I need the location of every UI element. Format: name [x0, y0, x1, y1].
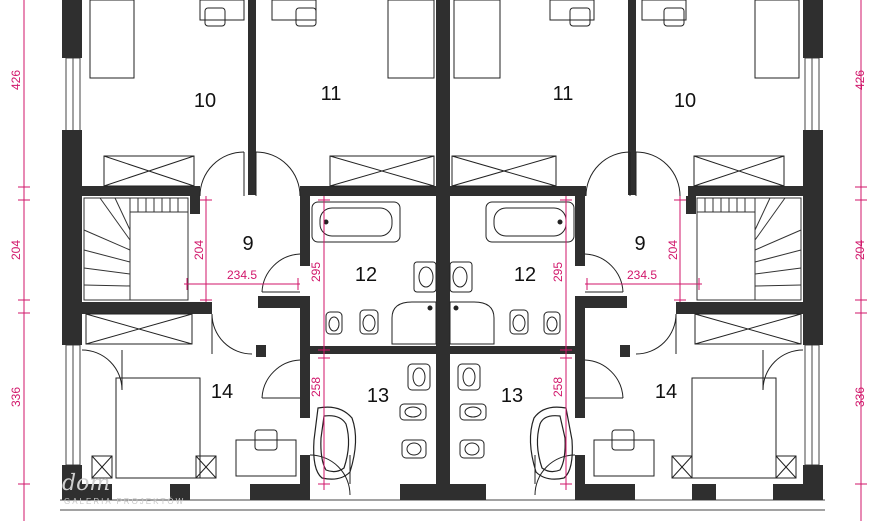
- dimension-rulers: [18, 0, 867, 521]
- dim-hall-left-height: 204: [192, 240, 206, 260]
- staircase-right: [696, 197, 802, 301]
- room-12-left: 12: [355, 264, 377, 286]
- watermark-logo: dom: [62, 471, 110, 496]
- staircase-left: [83, 197, 189, 301]
- walls: [62, 0, 823, 500]
- inner-dimensions: [184, 196, 702, 490]
- toilets-bath12: [325, 309, 561, 335]
- room-9-left: 9: [242, 233, 253, 255]
- dim-hall-right-height: 204: [666, 240, 680, 260]
- room-13-left: 13: [367, 385, 389, 407]
- room-11-right: 11: [553, 83, 574, 105]
- toilets-wc13: [399, 363, 487, 459]
- watermark-caption: GALERIA PROJEKTÓW: [64, 497, 185, 506]
- corner-tubs-wc13: [313, 406, 573, 480]
- dim-right-top: 426: [853, 70, 867, 90]
- bathtub-right: [485, 201, 575, 243]
- dim-hall-right-width: 234.5: [627, 268, 657, 282]
- dim-left-top: 426: [9, 70, 23, 90]
- sinks-center: [413, 261, 473, 293]
- dim-right-mid: 204: [853, 240, 867, 260]
- room-9-right: 9: [634, 233, 645, 255]
- furniture-bedroom14: [91, 377, 797, 479]
- showers: [391, 301, 495, 345]
- dim-bath-left: 295: [309, 262, 323, 282]
- door-swings: [81, 151, 804, 496]
- wardrobes: [85, 155, 802, 345]
- room-13-right: 13: [501, 385, 523, 407]
- dim-hall-left-width: 234.5: [227, 268, 257, 282]
- dim-left-bottom: 336: [9, 387, 23, 407]
- room-14-right: 14: [655, 381, 677, 403]
- room-10-right: 10: [674, 90, 696, 112]
- dim-right-bottom: 336: [853, 387, 867, 407]
- bathtub-left: [311, 201, 401, 243]
- dim-left-mid: 204: [9, 240, 23, 260]
- room-11-left: 11: [321, 83, 342, 105]
- room-10-left: 10: [194, 90, 216, 112]
- dim-wc-left: 258: [309, 377, 323, 397]
- dim-bath-right: 295: [551, 262, 565, 282]
- room-12-right: 12: [514, 264, 536, 286]
- dim-wc-right: 258: [551, 377, 565, 397]
- furniture-top: [89, 0, 800, 79]
- room-14-left: 14: [211, 381, 233, 403]
